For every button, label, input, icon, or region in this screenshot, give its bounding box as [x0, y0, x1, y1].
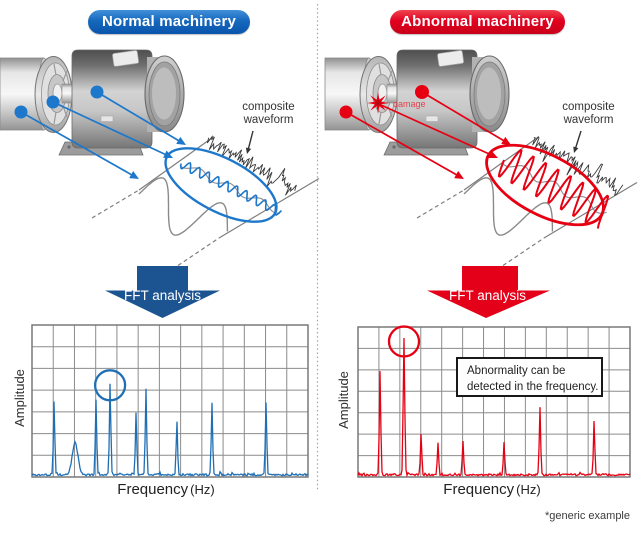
damage-starburst-icon	[367, 92, 389, 114]
peak-highlight-circle	[93, 369, 127, 402]
machine-illustration-normal	[0, 49, 185, 156]
spectrum-line	[31, 383, 309, 477]
fft-arrow-abnormal	[427, 266, 550, 318]
spectrum-line	[357, 337, 631, 478]
frequency-axis-label-abnormal: Frequency(Hz)	[392, 481, 592, 498]
sensor-point-dot	[339, 105, 353, 119]
fft-analysis-label-normal: FFT analysis	[123, 287, 202, 303]
sine-wave-abnormal	[463, 177, 554, 236]
frequency-axis-unit: (Hz)	[190, 482, 215, 497]
sine-wave-normal	[138, 177, 229, 236]
composite-waveform-abnormal	[532, 136, 624, 196]
fft-spectrum-chart-abnormal	[357, 325, 631, 478]
abnormal-machinery-header: Abnormal machinery	[390, 10, 565, 34]
frequency-axis-text: Frequency	[117, 481, 189, 498]
frequency-axis-label-normal: Frequency(Hz)	[66, 481, 266, 498]
composite-waveform-label-line2: waveform	[563, 113, 614, 126]
composite-waveform-label-line2: waveform	[243, 113, 294, 126]
sensor-point-dot	[415, 85, 429, 99]
composite-waveform-label-normal: composite waveform	[236, 101, 301, 126]
fft-spectrum-chart-normal	[31, 324, 309, 478]
composite-waveform-label-abnormal: composite waveform	[556, 101, 621, 126]
damage-label: damage	[393, 98, 426, 109]
sensor-point-dot	[14, 105, 28, 119]
sensor-point-dot	[46, 95, 60, 109]
callout-line1: Abnormality can be	[467, 365, 566, 377]
generic-example-footnote: *generic example	[545, 510, 630, 522]
ripple-wave-normal	[179, 162, 283, 216]
peak-highlight-circle	[387, 325, 421, 358]
composite-waveform-label-line1: composite	[562, 101, 615, 113]
fft-arrow-normal	[105, 266, 220, 318]
normal-machinery-header: Normal machinery	[88, 10, 250, 34]
composite-waveform-label-line1: composite	[242, 101, 295, 113]
sensor-point-dot	[90, 85, 104, 99]
fft-analysis-label-abnormal: FFT analysis	[448, 287, 527, 303]
sensor-point-dots	[14, 85, 429, 119]
amplitude-axis-label-normal: Amplitude	[12, 369, 27, 427]
abnormality-callout: Abnormality can be detected in the frequ…	[456, 357, 603, 397]
callout-line2: detected in the frequency.	[467, 381, 599, 394]
measurement-arrows	[20, 91, 582, 179]
composite-waveform-normal	[206, 135, 297, 196]
carrier-wave-abnormal	[503, 163, 607, 214]
frequency-axis-text: Frequency	[443, 481, 515, 498]
waveform-plane-normal	[91, 136, 320, 266]
frequency-axis-unit: (Hz)	[516, 482, 541, 497]
ripple-wave-abnormal	[497, 148, 610, 229]
component-waveforms	[138, 135, 624, 236]
highlight-ellipse-abnormal	[485, 143, 605, 227]
amplitude-axis-label-abnormal: Amplitude	[336, 371, 351, 429]
